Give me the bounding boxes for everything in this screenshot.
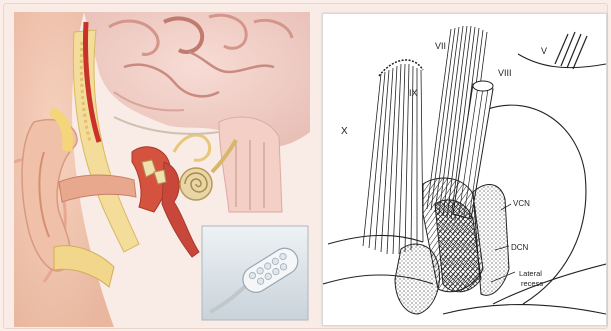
brainstem (219, 117, 282, 212)
label-viii: VIII (498, 68, 512, 78)
nerve-v-strokes (555, 32, 587, 69)
figure-frame: X IX VII VIII V VCN DCN Lateral recess (3, 3, 608, 329)
ear-anatomy-illustration (14, 12, 310, 327)
label-vii: VII (435, 41, 446, 51)
cochlea (180, 168, 212, 200)
label-x: X (341, 126, 348, 137)
label-recess: recess (521, 279, 543, 288)
nerve-diagram-svg: X IX VII VIII V VCN DCN Lateral recess (323, 14, 606, 325)
brain-region (84, 12, 310, 148)
label-v: V (541, 46, 547, 56)
label-ix: IX (409, 88, 418, 98)
label-lateral: Lateral (519, 269, 542, 278)
brainstem-line-drawing: X IX VII VIII V VCN DCN Lateral recess (322, 13, 607, 326)
lateral-recess-region (395, 244, 439, 314)
ear-anatomy-svg (14, 12, 310, 327)
implant-inset (202, 226, 308, 320)
label-dcn: DCN (511, 243, 529, 252)
label-vcn: VCN (513, 199, 530, 208)
